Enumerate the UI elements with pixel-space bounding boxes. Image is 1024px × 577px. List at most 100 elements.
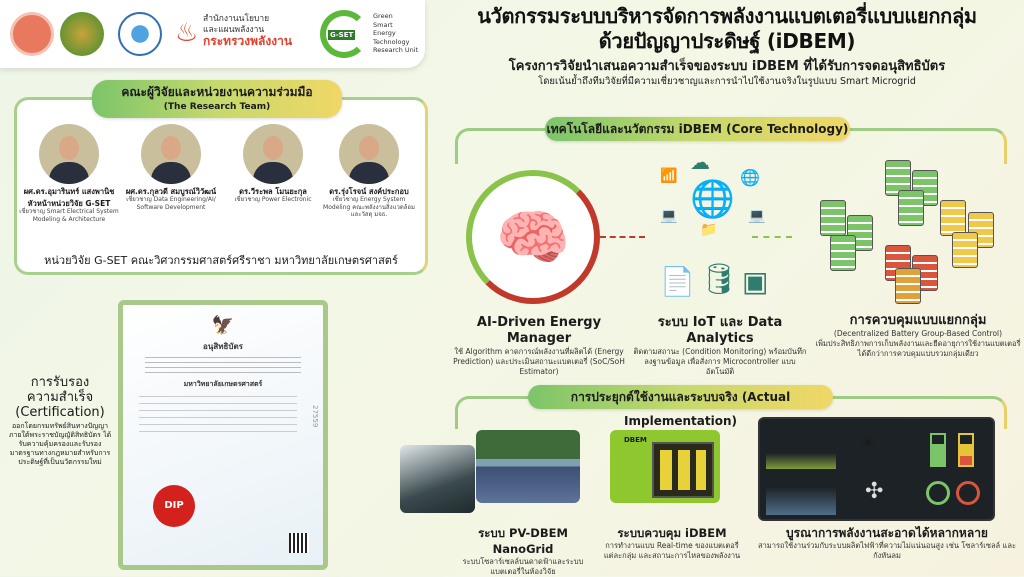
gset-line: Technology [373, 37, 410, 46]
core-item-desc: ใช้ Algorithm คาดการณ์พลังงานที่ผลิตได้ … [453, 347, 625, 376]
core-item-ai: AI-Driven Energy Manager ใช้ Algorithm ค… [452, 315, 626, 377]
core-item-title: AI-Driven Energy Manager [476, 315, 602, 346]
core-item-decentralized: การควบคุมแบบแยกกลุ่ม (Decentralized Batt… [814, 313, 1022, 359]
certification-text: การรับรอง ความสำเร็จ (Certification) ออก… [6, 375, 114, 467]
cert-doc-owner: มหาวิทยาลัยเกษตรศาสตร์ [183, 380, 263, 388]
energy-agency-logo [118, 12, 162, 56]
report-document-icon: 📄 [660, 265, 695, 298]
impl-item-title: ระบบ PV-DBEM NanoGrid [478, 526, 568, 556]
eppo-line2: และแผนพลังงาน [203, 25, 265, 35]
member-name: ผศ.ดร.กุลวดี สมบูรณ์วิวัฒน์ [125, 187, 217, 196]
impl-item-title: ระบบควบคุม iDBEM [617, 526, 727, 540]
member-photo [243, 124, 303, 184]
cert-title-2: ความสำเร็จ [26, 390, 94, 405]
gset-line: Energy [373, 29, 396, 37]
control-screen [652, 442, 714, 498]
page-title-line1: นวัตกรรมระบบบริหารจัดการพลังงานแบตเตอรี่… [477, 4, 977, 28]
gset-logo: G-SET [320, 10, 368, 58]
core-item-desc: ติดตามสถานะ (Condition Monitoring) พร้อม… [633, 347, 807, 376]
cert-number: 27559 [311, 405, 319, 428]
eppo-line1: สำนักงานนโยบาย [203, 14, 270, 24]
team-member: ผศ.ดร.กุลวดี สมบูรณ์วิวัฒน์ เชี่ยวชาญ Da… [121, 124, 221, 211]
impl-item-desc: ระบบโซลาร์เซลล์บนดาดฟ้าและระบบแบตเตอรี่ใ… [462, 557, 584, 576]
core-heading: เทคโนโลยีและนวัตกรรม iDBEM (Core Technol… [545, 117, 850, 141]
member-name: ดร.วีระพล โมนยะกุล [239, 187, 307, 196]
team-heading-th: คณะผู้วิจัยและหน่วยงานความร่วมมือ [121, 85, 313, 99]
cert-title-1: การรับรอง [30, 375, 90, 390]
globe-icon: 🌐 [690, 179, 735, 220]
battery-icon [895, 268, 921, 304]
wind-turbine-icon: ✣ [865, 479, 884, 504]
team-member: ดร.วีระพล โมนยะกุล เชี่ยวชาญ Power Elect… [223, 124, 323, 204]
ministry-logo [60, 12, 104, 56]
device-label: DBEM [624, 436, 647, 444]
research-unit-label: หน่วยวิจัย G-SET คณะวิศวกรรมศาสตร์ศรีราช… [44, 254, 398, 267]
database-icon: 🛢 [700, 262, 739, 297]
implementation-heading: การประยุกต์ใช้งานและระบบจริง (Actual Imp… [528, 385, 833, 428]
cert-body-lines [145, 357, 301, 375]
eppo-line3: กระทรวงพลังงาน [203, 34, 293, 48]
dip-seal: DIP [153, 485, 195, 527]
gset-badge: G-SET [328, 30, 356, 40]
dashboard-chart [766, 429, 836, 469]
solar-panel-icon: ☀ [860, 433, 877, 454]
team-member: ดร.รุ่งโรจน์ สงค์ประกอบ เชี่ยวชาญ Energy… [319, 124, 419, 219]
battery-icon [952, 232, 978, 268]
garuda-emblem-icon: 🦅 [211, 315, 235, 336]
battery-groups-illustration [790, 140, 1005, 310]
university-logo [10, 12, 54, 56]
page-header: นวัตกรรมระบบบริหารจัดการพลังงานแบตเตอรี่… [430, 4, 1024, 88]
team-heading: คณะผู้วิจัยและหน่วยงานความร่วมมือ (The R… [92, 80, 342, 118]
rooftop-solar-photo [476, 430, 580, 503]
core-item-desc: เพิ่มประสิทธิภาพการเก็บพลังงานและยืดอายุ… [815, 339, 1021, 358]
member-expertise: เชี่ยวชาญ Power Electronic [234, 196, 312, 203]
gset-line: Smart [373, 20, 393, 29]
member-role: หัวหน้าหน่วยวิจัย G-SET [27, 199, 111, 208]
petty-patent-certificate: 🦅 อนุสิทธิบัตร มหาวิทยาลัยเกษตรศาสตร์ 27… [118, 300, 328, 570]
member-photo [339, 124, 399, 184]
member-photo [39, 124, 99, 184]
research-team-panel: ผศ.ดร.อุมารินทร์ แสงพานิช หัวหน้าหน่วยวิ… [14, 97, 428, 275]
microcontroller-chip-icon: ▣ [742, 265, 769, 298]
impl-item-desc: สามารถใช้งานร่วมกับระบบผลิตไฟฟ้าที่ความไ… [758, 541, 1016, 560]
flame-icon: ♨ [175, 18, 199, 48]
battery-icon [940, 200, 966, 236]
core-item-title: ระบบ IoT และ Data Analytics [657, 315, 783, 346]
battery-gauge-icon [930, 433, 946, 467]
lab-battery-photo [400, 445, 475, 513]
battery-icon [820, 200, 846, 236]
page-subtitle: โครงการวิจัยนำเสนอความสำเร็จของระบบ iDBE… [508, 59, 946, 74]
member-expertise: เชี่ยวชาญ Smart Electrical System Modeli… [19, 208, 119, 223]
impl-item-clean-energy: บูรณาการพลังงานสะอาดได้หลากหลาย สามารถใช… [750, 525, 1024, 561]
qr-code [289, 533, 309, 553]
impl-item-desc: การทำงานแบบ Real-time ของแบตเตอรี่แต่ละก… [603, 541, 741, 560]
team-member: ผศ.ดร.อุมารินทร์ แสงพานิช หัวหน้าหน่วยวิ… [19, 124, 119, 223]
laptop-icon: 💻 [660, 208, 678, 224]
battery-icon [847, 215, 873, 251]
wifi-icon: 📶 [660, 168, 678, 184]
logo-bar: ♨ สำนักงานนโยบาย และแผนพลังงาน กระทรวงพล… [0, 0, 425, 68]
member-name: ผศ.ดร.อุมารินทร์ แสงพานิช [23, 187, 115, 196]
connector-line [600, 236, 645, 238]
folder-icon: 📁 [700, 222, 718, 238]
ai-brain-icon: 🧠 [466, 170, 600, 304]
battery-gauge-icon [958, 433, 974, 467]
impl-item-title: บูรณาการพลังงานสะอาดได้หลากหลาย [786, 526, 988, 540]
cert-details [139, 396, 297, 436]
impl-item-idbem-control: ระบบควบคุม iDBEM การทำงานแบบ Real-time ข… [600, 525, 744, 561]
core-item-iot: ระบบ IoT และ Data Analytics ติดตามสถานะ … [632, 315, 808, 377]
page-tagline: โดยเน้นย้ำถึงทีมวิจัยที่มีความเชี่ยวชาญแ… [538, 76, 916, 87]
eppo-logo-text: สำนักงานนโยบาย และแผนพลังงาน กระทรวงพลัง… [203, 14, 292, 47]
gauge-ring-icon [956, 481, 980, 505]
cert-title-en: (Certification) [15, 405, 105, 420]
network-globe-icon: 🌐 [740, 168, 760, 187]
gauge-ring-icon [926, 481, 950, 505]
member-photo [141, 124, 201, 184]
core-item-subtitle: (Decentralized Battery Group-Based Contr… [833, 329, 1003, 338]
battery-icon [898, 190, 924, 226]
connector-line [752, 236, 792, 238]
cloud-icon: ☁ [690, 150, 710, 174]
battery-icon [968, 212, 994, 248]
idbem-controller-photo: DBEM [610, 430, 720, 503]
core-item-title: การควบคุมแบบแยกกลุ่ม [849, 313, 987, 328]
